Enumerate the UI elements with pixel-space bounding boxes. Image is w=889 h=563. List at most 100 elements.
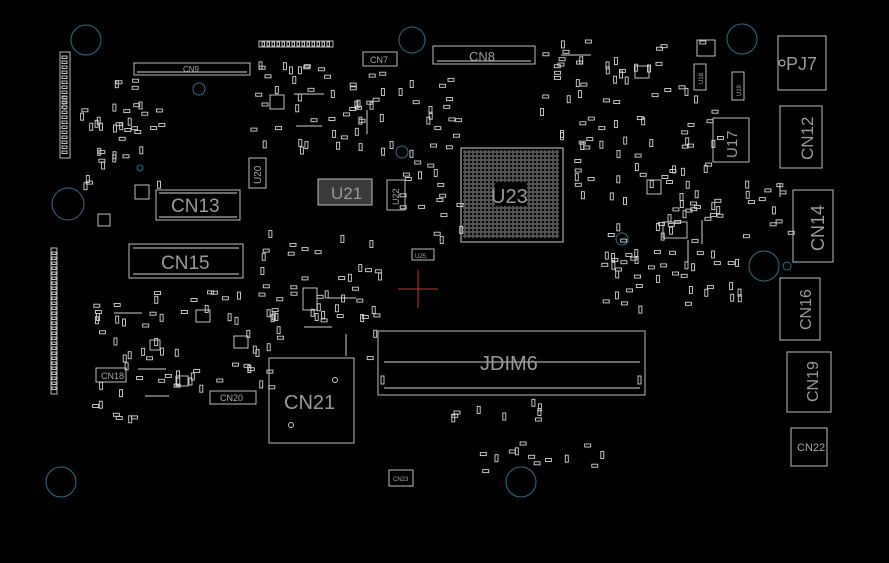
connector-pin bbox=[51, 281, 57, 285]
smd-component bbox=[620, 238, 628, 243]
connector-pin bbox=[51, 351, 57, 355]
bga-ball bbox=[499, 206, 503, 210]
smd-component bbox=[321, 310, 326, 319]
bga-ball bbox=[551, 206, 555, 210]
smd-component bbox=[207, 290, 214, 295]
connector-pin bbox=[61, 150, 68, 154]
smd-component bbox=[626, 288, 633, 293]
smd-component bbox=[655, 222, 660, 231]
smd-component bbox=[304, 141, 309, 150]
bga-ball bbox=[543, 166, 547, 170]
bga-ball bbox=[483, 182, 487, 186]
smd-component bbox=[128, 415, 133, 424]
bga-ball bbox=[487, 178, 491, 182]
bga-ball bbox=[547, 190, 551, 194]
smd-component bbox=[566, 95, 571, 104]
bga-ball bbox=[475, 150, 479, 154]
smd-component bbox=[378, 272, 383, 281]
bga-ball bbox=[463, 186, 467, 190]
ic-footprint bbox=[195, 309, 211, 323]
bga-ball bbox=[539, 166, 543, 170]
smd-component bbox=[115, 122, 123, 127]
smd-component bbox=[479, 452, 487, 457]
connector-pin bbox=[61, 115, 68, 119]
bga-ball bbox=[483, 218, 487, 222]
bga-ball bbox=[555, 182, 559, 186]
bga-ball bbox=[471, 158, 475, 162]
smd-component bbox=[174, 348, 179, 357]
chip-u23-bga: U23 bbox=[460, 147, 564, 243]
smd-component bbox=[247, 367, 255, 372]
smd-component bbox=[427, 163, 435, 168]
smd-component bbox=[150, 126, 158, 130]
bga-ball bbox=[483, 234, 487, 238]
bga-ball bbox=[475, 186, 479, 190]
bga-ball bbox=[467, 162, 471, 166]
bga-ball bbox=[471, 234, 475, 238]
bga-ball bbox=[551, 186, 555, 190]
bga-ball bbox=[495, 222, 499, 226]
smd-component bbox=[584, 443, 592, 448]
bga-ball bbox=[475, 222, 479, 226]
label-cn15: CN15 bbox=[161, 253, 210, 274]
connector-cn8: CN8 bbox=[432, 45, 536, 65]
bga-ball bbox=[463, 182, 467, 186]
smd-component bbox=[534, 417, 542, 422]
smd-component bbox=[669, 250, 676, 255]
bga-ball bbox=[475, 198, 479, 202]
bga-ball bbox=[491, 194, 495, 198]
bga-ball bbox=[475, 166, 479, 170]
bga-ball bbox=[539, 186, 543, 190]
bga-ball bbox=[483, 222, 487, 226]
smd-component bbox=[713, 261, 721, 266]
bga-ball bbox=[555, 226, 559, 230]
bga-ball bbox=[527, 162, 531, 166]
label-cn9: CN9 bbox=[183, 65, 200, 74]
bga-ball bbox=[483, 154, 487, 158]
bga-ball bbox=[527, 226, 531, 230]
smd-component bbox=[358, 118, 366, 123]
bga-ball bbox=[527, 222, 531, 226]
bga-ball bbox=[515, 150, 519, 154]
bga-ball bbox=[503, 214, 507, 218]
bga-ball bbox=[467, 194, 471, 198]
connector-pin bbox=[51, 271, 57, 275]
bga-ball bbox=[539, 198, 543, 202]
smd-component bbox=[115, 80, 123, 85]
bga-ball bbox=[523, 154, 527, 158]
bga-ball bbox=[471, 222, 475, 226]
bga-ball bbox=[475, 182, 479, 186]
smd-component bbox=[742, 234, 750, 239]
label-cn7: CN7 bbox=[370, 55, 388, 65]
ic-footprint bbox=[646, 179, 662, 195]
bga-ball bbox=[467, 206, 471, 210]
bga-ball bbox=[475, 194, 479, 198]
header-pin bbox=[281, 41, 285, 47]
bga-ball bbox=[511, 178, 515, 182]
bga-ball bbox=[495, 150, 499, 154]
bga-ball bbox=[523, 178, 527, 182]
bga-ball bbox=[519, 218, 523, 222]
bga-ball bbox=[487, 154, 491, 158]
connector-pin bbox=[61, 100, 68, 104]
smd-component bbox=[680, 273, 688, 278]
connector-pin bbox=[61, 70, 68, 74]
smd-component bbox=[301, 247, 309, 252]
smd-component bbox=[318, 67, 326, 72]
smd-component bbox=[737, 288, 742, 297]
connector-pin bbox=[51, 361, 57, 365]
bga-ball bbox=[519, 222, 523, 226]
smd-component bbox=[372, 97, 380, 102]
bga-ball bbox=[539, 150, 543, 154]
bga-ball bbox=[555, 174, 559, 178]
bga-ball bbox=[535, 186, 539, 190]
connector-cn7: CN7 bbox=[362, 51, 398, 67]
bga-ball bbox=[479, 158, 483, 162]
bga-ball bbox=[515, 218, 519, 222]
bga-ball bbox=[547, 198, 551, 202]
smd-component bbox=[633, 63, 638, 72]
bga-ball bbox=[499, 230, 503, 234]
bga-ball bbox=[483, 210, 487, 214]
smd-component bbox=[694, 95, 699, 104]
smd-component bbox=[453, 410, 461, 415]
